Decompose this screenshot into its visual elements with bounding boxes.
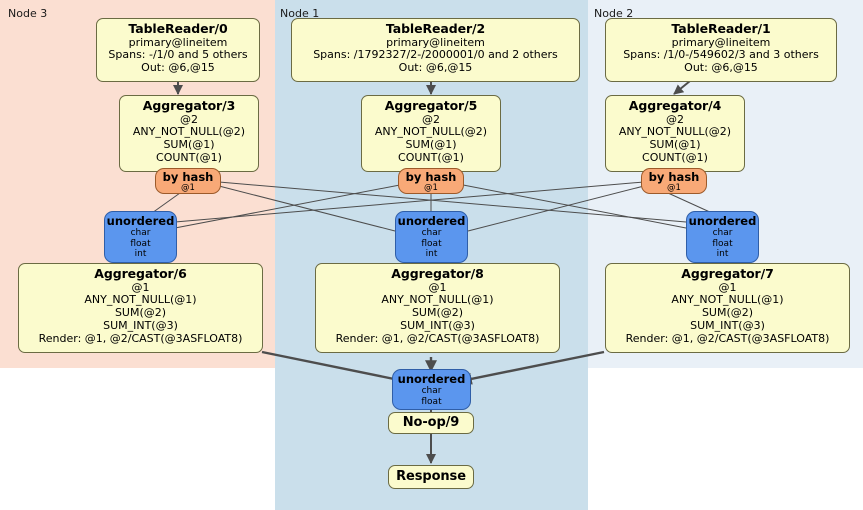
processor-title: Response bbox=[396, 469, 466, 485]
router-title: by hash bbox=[648, 170, 700, 184]
processor-title: Aggregator/4 bbox=[628, 98, 722, 113]
processor-line: Spans: -/1/0 and 5 others bbox=[108, 48, 248, 62]
synchronizer-title: unordered bbox=[397, 214, 466, 228]
processor-line: @2 bbox=[666, 112, 684, 126]
processor-title: Aggregator/5 bbox=[384, 98, 478, 113]
synchronizer-line: float bbox=[130, 238, 151, 249]
processor-line: SUM(@2) bbox=[114, 306, 167, 319]
synchronizer-line: char bbox=[421, 386, 442, 397]
processor-line: ANY_NOT_NULL(@2) bbox=[374, 125, 488, 139]
panel-label-node-2: Node 2 bbox=[594, 7, 634, 20]
processor-aggregator-7[interactable]: Aggregator/7 @1 ANY_NOT_NULL(@1) SUM(@2)… bbox=[605, 263, 850, 353]
processor-line: @2 bbox=[180, 112, 198, 126]
processor-line: ANY_NOT_NULL(@1) bbox=[381, 293, 494, 307]
synchronizer-title: unordered bbox=[397, 372, 466, 386]
processor-render-line: Render: @1, @2/CAST(@3ASFLOAT8) bbox=[625, 331, 830, 345]
processor-aggregator-4[interactable]: Aggregator/4 @2 ANY_NOT_NULL(@2) SUM(@1)… bbox=[605, 95, 745, 172]
synchronizer-unordered-middle[interactable]: unordered char float int bbox=[395, 211, 468, 263]
synchronizer-line: int bbox=[425, 248, 438, 259]
processor-response[interactable]: Response bbox=[388, 465, 474, 489]
synchronizer-line: float bbox=[712, 238, 733, 249]
processor-title: TableReader/1 bbox=[671, 21, 771, 36]
panel-label-node-1: Node 1 bbox=[280, 7, 320, 20]
processor-title: Aggregator/8 bbox=[391, 266, 484, 281]
processor-line: SUM(@2) bbox=[701, 306, 754, 319]
synchronizer-unordered-left[interactable]: unordered char float int bbox=[104, 211, 177, 263]
processor-no-op-9[interactable]: No-op/9 bbox=[388, 412, 474, 434]
synchronizer-line: float bbox=[421, 238, 442, 249]
processor-line: primary@lineitem bbox=[128, 35, 228, 49]
router-by-hash-right[interactable]: by hash @1 bbox=[641, 168, 707, 194]
processor-title: Aggregator/7 bbox=[681, 266, 774, 281]
processor-line: Out: @6,@15 bbox=[684, 61, 758, 74]
processor-aggregator-8[interactable]: Aggregator/8 @1 ANY_NOT_NULL(@1) SUM(@2)… bbox=[315, 263, 560, 353]
synchronizer-line: char bbox=[712, 228, 733, 239]
processor-line: @2 bbox=[422, 112, 440, 126]
processor-tablereader-0[interactable]: TableReader/0 primary@lineitem Spans: -/… bbox=[96, 18, 260, 82]
processor-title: Aggregator/6 bbox=[94, 266, 187, 281]
processor-title: No-op/9 bbox=[402, 415, 460, 431]
processor-line: ANY_NOT_NULL(@1) bbox=[84, 293, 197, 307]
processor-aggregator-3[interactable]: Aggregator/3 @2 ANY_NOT_NULL(@2) SUM(@1)… bbox=[119, 95, 259, 172]
processor-line: SUM_INT(@3) bbox=[690, 318, 765, 332]
synchronizer-title: unordered bbox=[106, 214, 175, 228]
processor-line: SUM(@1) bbox=[163, 138, 215, 151]
processor-line: @1 bbox=[131, 280, 150, 294]
synchronizer-unordered-right[interactable]: unordered char float int bbox=[686, 211, 759, 263]
processor-line: SUM_INT(@3) bbox=[400, 318, 475, 332]
processor-line: Out: @6,@15 bbox=[398, 61, 473, 74]
processor-aggregator-6[interactable]: Aggregator/6 @1 ANY_NOT_NULL(@1) SUM(@2)… bbox=[18, 263, 263, 353]
processor-line: Out: @6,@15 bbox=[141, 61, 215, 74]
synchronizer-unordered-final[interactable]: unordered char float bbox=[392, 369, 471, 410]
processor-line: ANY_NOT_NULL(@2) bbox=[618, 125, 732, 139]
router-line: @1 bbox=[424, 182, 438, 193]
processor-title: TableReader/2 bbox=[385, 21, 486, 36]
processor-render-line: Render: @1, @2/CAST(@3ASFLOAT8) bbox=[335, 331, 540, 345]
router-by-hash-left[interactable]: by hash @1 bbox=[155, 168, 221, 194]
processor-line: primary@lineitem bbox=[386, 35, 485, 49]
processor-line: SUM(@2) bbox=[411, 306, 464, 319]
router-title: by hash bbox=[162, 170, 214, 184]
processor-line: Spans: /1/0-/549602/3 and 3 others bbox=[623, 48, 819, 62]
processor-line: primary@lineitem bbox=[671, 35, 771, 49]
router-title: by hash bbox=[405, 170, 457, 184]
processor-line: ANY_NOT_NULL(@1) bbox=[671, 293, 784, 307]
processor-tablereader-2[interactable]: TableReader/2 primary@lineitem Spans: /1… bbox=[291, 18, 580, 82]
synchronizer-line: float bbox=[421, 396, 442, 407]
processor-line: SUM(@1) bbox=[405, 138, 457, 151]
processor-line: @1 bbox=[718, 280, 737, 294]
router-line: @1 bbox=[667, 182, 681, 193]
processor-line: COUNT(@1) bbox=[398, 150, 464, 164]
synchronizer-line: char bbox=[130, 228, 151, 239]
processor-title: TableReader/0 bbox=[128, 21, 228, 36]
processor-line: SUM(@1) bbox=[649, 138, 701, 151]
processor-line: COUNT(@1) bbox=[156, 150, 222, 164]
synchronizer-line: char bbox=[421, 228, 442, 239]
processor-line: @1 bbox=[428, 280, 447, 294]
router-by-hash-middle[interactable]: by hash @1 bbox=[398, 168, 464, 194]
processor-line: SUM_INT(@3) bbox=[103, 318, 178, 332]
processor-tablereader-1[interactable]: TableReader/1 primary@lineitem Spans: /1… bbox=[605, 18, 837, 82]
router-line: @1 bbox=[181, 182, 195, 193]
synchronizer-line: int bbox=[716, 248, 729, 259]
synchronizer-line: int bbox=[134, 248, 147, 259]
processor-line: COUNT(@1) bbox=[642, 150, 708, 164]
processor-line: Spans: /1792327/2-/2000001/0 and 2 other… bbox=[313, 48, 558, 62]
panel-label-node-3: Node 3 bbox=[8, 7, 48, 20]
processor-aggregator-5[interactable]: Aggregator/5 @2 ANY_NOT_NULL(@2) SUM(@1)… bbox=[361, 95, 501, 172]
synchronizer-title: unordered bbox=[688, 214, 757, 228]
processor-title: Aggregator/3 bbox=[142, 98, 236, 113]
processor-render-line: Render: @1, @2/CAST(@3ASFLOAT8) bbox=[38, 331, 243, 345]
processor-line: ANY_NOT_NULL(@2) bbox=[132, 125, 246, 139]
